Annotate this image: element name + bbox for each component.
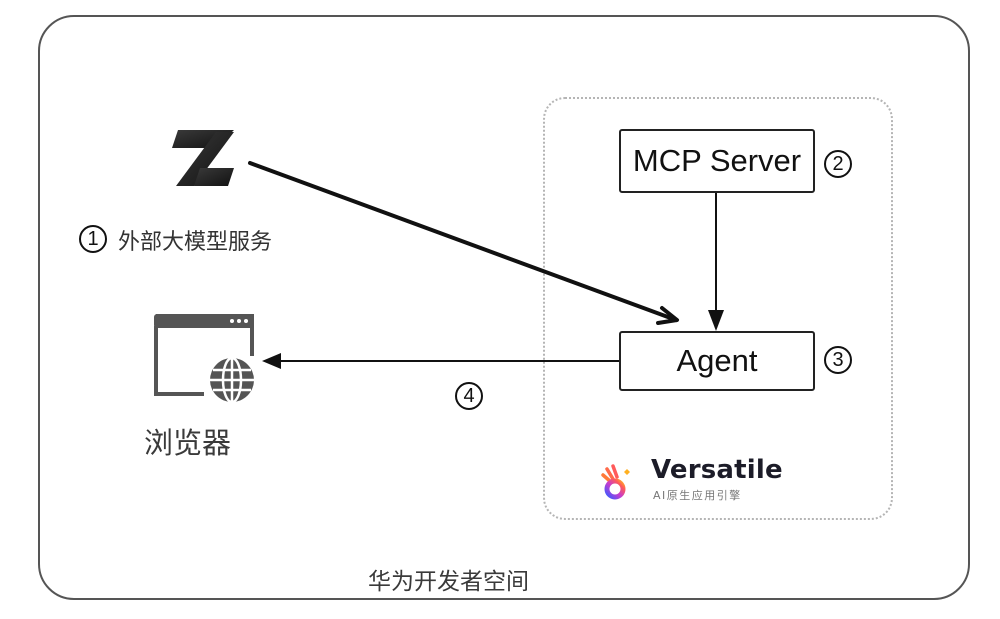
step-3-badge: 3 [824,346,852,374]
browser-label: 浏览器 [144,426,232,460]
step-4-badge: 4 [455,382,483,410]
external-llm-label: 外部大模型服务 [118,230,273,255]
step-number: 1 [87,227,99,250]
step-number: 4 [463,384,475,407]
arrow-llm-to-agent [248,161,679,325]
step-number: 3 [832,348,844,371]
developer-space-container [38,15,970,600]
versatile-engine-region [543,97,893,520]
arrow-mcp-to-agent [708,193,724,331]
z-logo-icon [172,130,238,186]
developer-space-label: 华为开发者空间 [368,569,529,595]
agent-node: Agent [619,331,815,391]
versatile-brand-name: Versatile [651,455,783,485]
step-1-badge: 1 [79,225,107,253]
arrow-agent-to-browser [262,353,619,369]
step-2-badge: 2 [824,150,852,178]
step-number: 2 [832,152,844,175]
mcp-server-node: MCP Server [619,129,815,193]
versatile-brand-subtitle: AI原生应用引擎 [653,489,742,502]
mcp-server-label: MCP Server [632,143,802,178]
agent-label: Agent [676,343,758,378]
browser-globe-icon [152,312,262,412]
versatile-logo-icon [601,463,635,501]
